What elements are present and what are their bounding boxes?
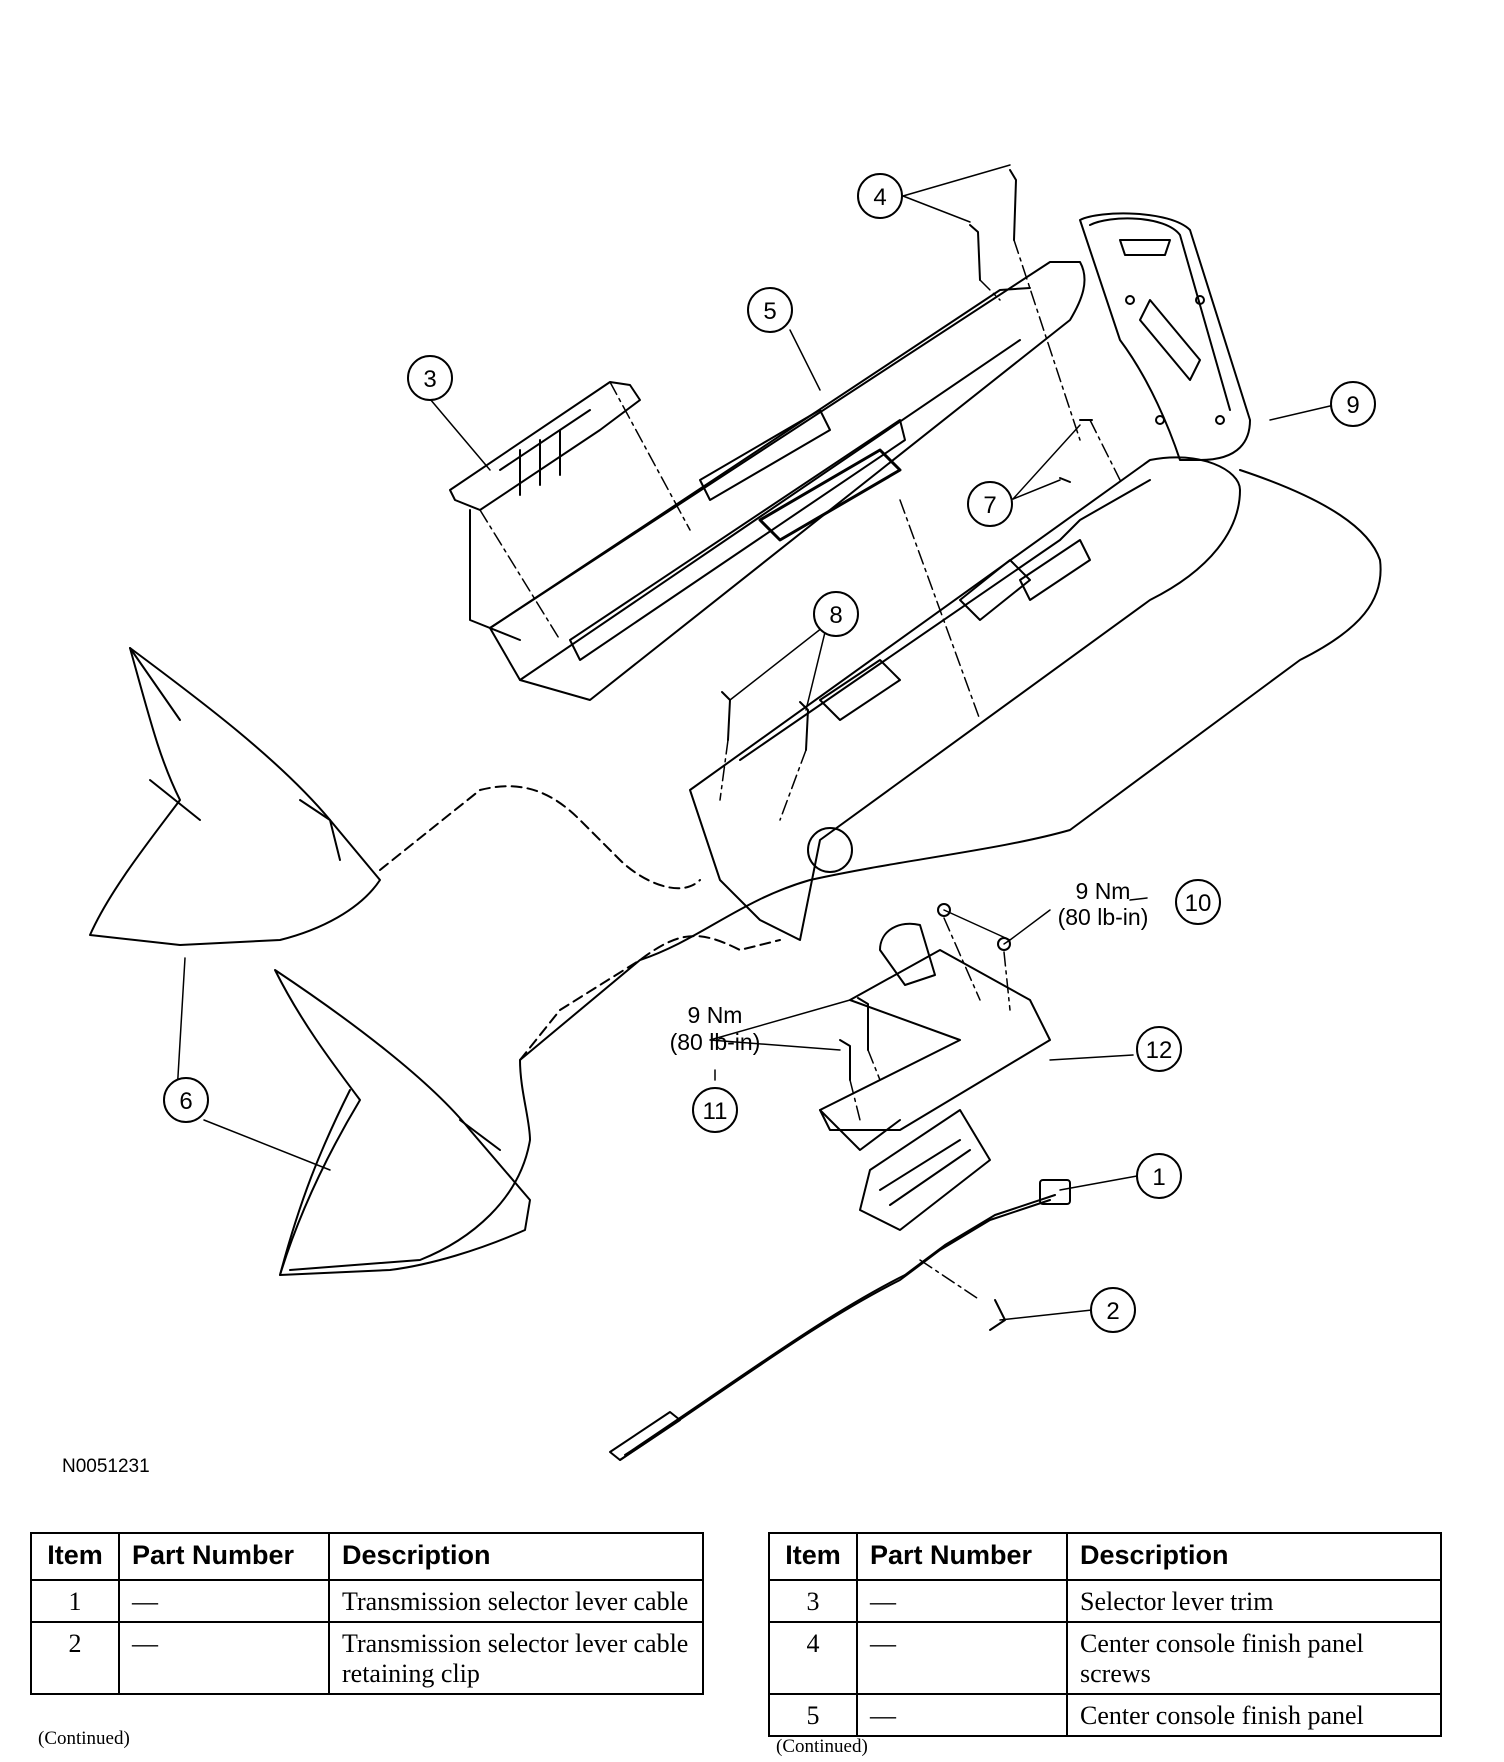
callout-11: 11 [692, 1087, 738, 1133]
parts-table-left: Item Part Number Description 1 — Transmi… [30, 1532, 704, 1695]
callout-5: 5 [747, 287, 793, 333]
cell-item: 5 [768, 1693, 858, 1737]
cell-item: 4 [768, 1621, 858, 1695]
console-base-outline [289, 469, 1382, 1271]
callout-7: 7 [967, 481, 1013, 527]
svg-text:3: 3 [423, 366, 436, 393]
side-panel-upper-part [89, 647, 381, 946]
cell-item: 2 [30, 1621, 120, 1695]
svg-text:8: 8 [829, 602, 842, 629]
svg-text:10: 10 [1185, 890, 1212, 917]
svg-text:9 Nm: 9 Nm [688, 1002, 743, 1028]
side-panel-lower-part [274, 969, 531, 1276]
header-description: Description [1066, 1532, 1442, 1581]
table-row: 2 — Transmission selector lever cable re… [30, 1621, 704, 1695]
svg-text:(80 lb-in): (80 lb-in) [1058, 904, 1149, 930]
svg-text:(80 lb-in): (80 lb-in) [670, 1029, 761, 1055]
table-row: 3 — Selector lever trim [768, 1579, 1442, 1623]
cell-description: Selector lever trim [1066, 1579, 1442, 1623]
routing-dashed-lower [519, 935, 781, 1061]
header-part-number: Part Number [118, 1532, 330, 1581]
svg-text:7: 7 [983, 492, 996, 519]
continued-note-right: (Continued) [776, 1736, 868, 1757]
callout-6: 6 [163, 1077, 209, 1123]
callout-4: 4 [857, 173, 903, 219]
selector-cable-part [609, 1179, 1071, 1461]
svg-text:1: 1 [1152, 1164, 1165, 1191]
table-row: 1 — Transmission selector lever cable [30, 1579, 704, 1623]
routing-dashed-left [379, 785, 701, 890]
svg-text:11: 11 [703, 1098, 728, 1125]
shifter-assembly-part [819, 922, 1051, 1231]
table-header-row: Item Part Number Description [30, 1532, 704, 1581]
armrest-lid-part [1079, 212, 1251, 461]
svg-text:9 Nm: 9 Nm [1076, 878, 1131, 904]
cell-part-number: — [856, 1621, 1068, 1695]
svg-text:9: 9 [1346, 392, 1359, 419]
cell-part-number: — [118, 1621, 330, 1695]
header-part-number: Part Number [856, 1532, 1068, 1581]
torque-label-10: 9 Nm (80 lb-in) [1058, 878, 1149, 930]
svg-text:12: 12 [1146, 1037, 1173, 1064]
svg-text:2: 2 [1106, 1298, 1119, 1325]
callout-12: 12 [1136, 1026, 1182, 1072]
parts-table-right: Item Part Number Description 3 — Selecto… [768, 1532, 1442, 1737]
callout-1: 1 [1136, 1153, 1182, 1199]
cell-description: Center console finish panel [1066, 1693, 1442, 1737]
svg-text:5: 5 [763, 298, 776, 325]
callout-10: 10 [1175, 879, 1221, 925]
callout-2: 2 [1090, 1287, 1136, 1333]
cell-item: 1 [30, 1579, 120, 1623]
cell-item: 3 [768, 1579, 858, 1623]
header-item: Item [768, 1532, 858, 1581]
exploded-view-diagram: 1 2 3 4 5 6 7 8 9 10 11 12 9 Nm (80 lb-i… [89, 164, 1382, 1461]
leader-lines [175, 164, 1331, 1321]
figure-id: N0051231 [62, 1456, 150, 1477]
finish-panel-part [489, 261, 1086, 701]
table-row: 4 — Center console finish panel screws [768, 1621, 1442, 1695]
cell-description: Transmission selector lever cable retain… [328, 1621, 704, 1695]
table-row: 5 — Center console finish panel [768, 1693, 1442, 1737]
cell-part-number: — [856, 1579, 1068, 1623]
cell-part-number: — [856, 1693, 1068, 1737]
continued-note-left: (Continued) [38, 1728, 130, 1749]
callouts: 1 2 3 4 5 6 7 8 9 10 11 12 [163, 173, 1376, 1333]
callout-3: 3 [407, 355, 453, 401]
alignment-lines [479, 239, 1121, 1301]
header-description: Description [328, 1532, 704, 1581]
selector-lever-trim-part [449, 381, 641, 641]
cell-description: Center console finish panel screws [1066, 1621, 1442, 1695]
callout-8: 8 [813, 591, 859, 637]
callout-9: 9 [1330, 381, 1376, 427]
cell-description: Transmission selector lever cable [328, 1579, 704, 1623]
table-header-row: Item Part Number Description [768, 1532, 1442, 1581]
cell-part-number: — [118, 1579, 330, 1623]
torque-label-11: 9 Nm (80 lb-in) [670, 1002, 761, 1055]
header-item: Item [30, 1532, 120, 1581]
svg-text:4: 4 [873, 184, 886, 211]
svg-text:6: 6 [179, 1088, 192, 1115]
